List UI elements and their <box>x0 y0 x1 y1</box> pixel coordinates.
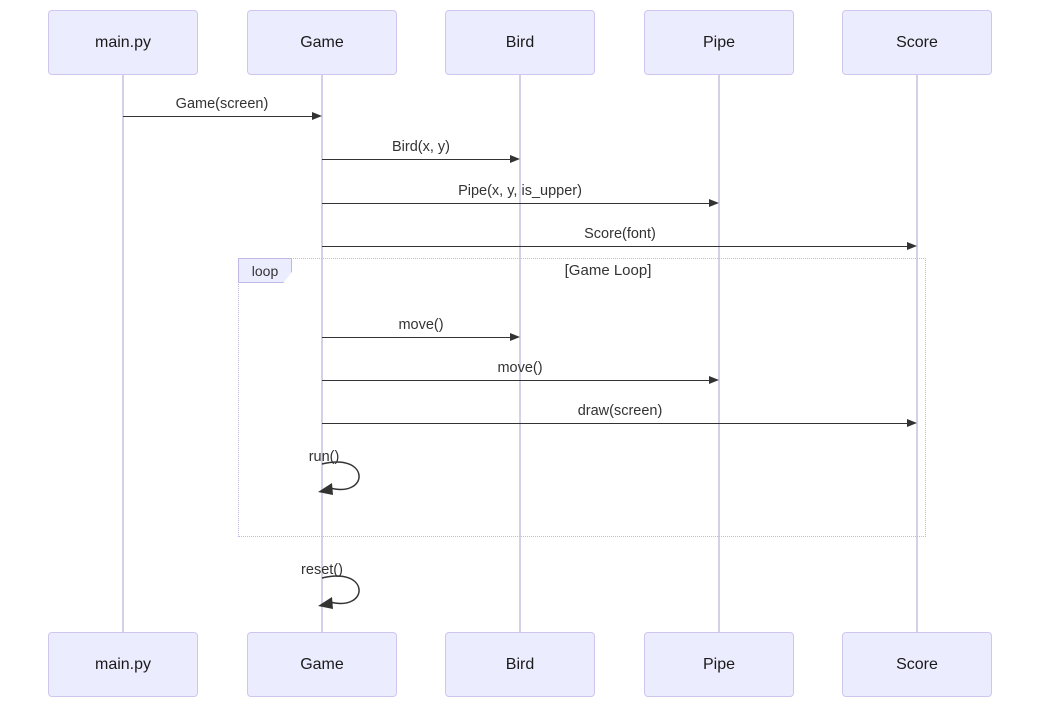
lifeline-main-py <box>122 75 124 632</box>
actor-pipe-bottom: Pipe <box>644 632 794 697</box>
actor-label: Score <box>896 33 938 51</box>
arrow-line <box>322 159 511 160</box>
arrow-line <box>322 423 908 424</box>
arrow-line <box>322 380 710 381</box>
actor-label: Bird <box>505 655 535 673</box>
lifeline-score <box>916 75 918 632</box>
arrowhead-icon <box>510 155 520 164</box>
arrow-line <box>123 116 313 117</box>
arrowhead-icon <box>709 199 719 208</box>
loop-label-tag: loop <box>238 258 292 283</box>
arrowhead-icon <box>312 112 322 121</box>
actor-label: main.py <box>94 33 152 51</box>
arrow-line <box>322 203 710 204</box>
actor-score-bottom: Score <box>842 632 992 697</box>
arrowhead-icon <box>907 419 917 428</box>
message-label: Score(font) <box>584 226 656 242</box>
message-label: run() <box>308 449 340 465</box>
actor-label: Score <box>896 655 938 673</box>
message-label: Game(screen) <box>175 96 269 112</box>
message-label: reset() <box>301 562 343 578</box>
arrow-line <box>322 246 908 247</box>
actor-label: Pipe <box>702 33 736 51</box>
lifeline-game <box>321 75 323 632</box>
arrowhead-icon <box>709 376 719 385</box>
loop-frame <box>238 258 926 537</box>
actor-game-bottom: Game <box>247 632 397 697</box>
actor-pipe-top: Pipe <box>644 10 794 75</box>
message-label: Bird(x, y) <box>392 139 450 155</box>
actor-bird-bottom: Bird <box>445 632 595 697</box>
actor-label: Bird <box>505 33 535 51</box>
message-label: Pipe(x, y, is_upper) <box>458 183 582 199</box>
actor-bird-top: Bird <box>445 10 595 75</box>
message-label: move() <box>497 360 543 376</box>
actor-label: Game <box>300 33 344 51</box>
loop-tag-text: loop <box>251 262 279 279</box>
actor-label: Pipe <box>702 655 736 673</box>
actor-main-py-bottom: main.py <box>48 632 198 697</box>
message-label: move() <box>398 317 444 333</box>
message-label: draw(screen) <box>577 403 663 419</box>
arrowhead-icon <box>907 242 917 251</box>
actor-game-top: Game <box>247 10 397 75</box>
arrowhead-icon <box>510 333 520 342</box>
actor-score-top: Score <box>842 10 992 75</box>
lifeline-pipe <box>718 75 720 632</box>
self-loop-arrow-icon <box>318 461 360 495</box>
loop-title: [Game Loop] <box>564 262 652 279</box>
actor-label: Game <box>300 655 344 673</box>
actor-label: main.py <box>94 655 152 673</box>
arrow-line <box>322 337 511 338</box>
lifeline-bird <box>519 75 521 632</box>
self-loop-arrow-icon <box>318 575 360 609</box>
actor-main-py-top: main.py <box>48 10 198 75</box>
